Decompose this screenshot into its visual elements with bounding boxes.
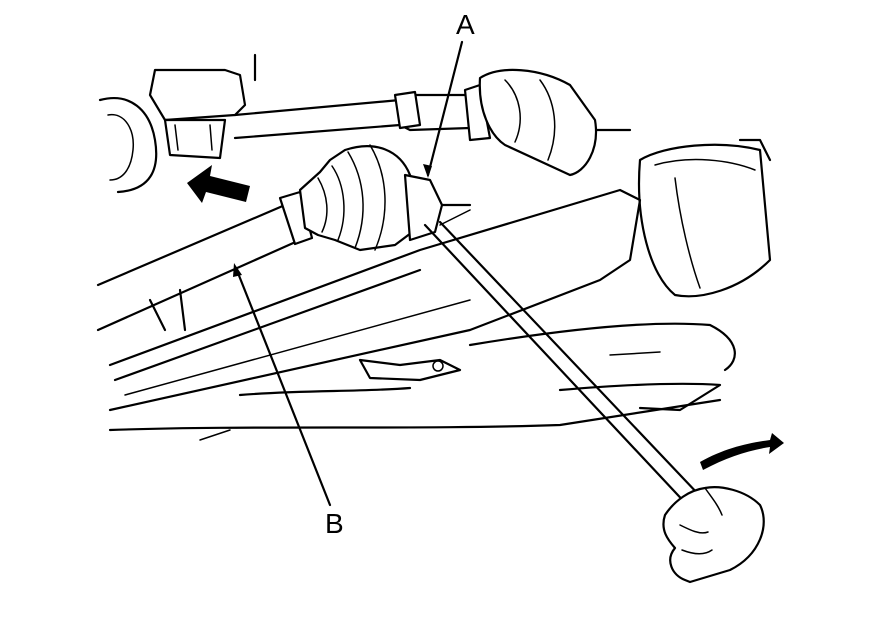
- leader-lines: [233, 40, 464, 507]
- driveshaft: [96, 190, 314, 332]
- tie-rod-upper: [233, 68, 632, 177]
- knuckle-hub: [98, 53, 257, 194]
- inner-cv-joint: [298, 144, 472, 252]
- label-a: A: [456, 9, 475, 40]
- hand: [662, 486, 765, 584]
- pry-bar: [423, 209, 702, 510]
- label-b: B: [325, 508, 344, 539]
- curved-arrow-icon: [700, 433, 784, 470]
- right-hub: [637, 138, 772, 298]
- lower-control-arm: [108, 188, 736, 441]
- arrow-left-icon: [187, 165, 250, 203]
